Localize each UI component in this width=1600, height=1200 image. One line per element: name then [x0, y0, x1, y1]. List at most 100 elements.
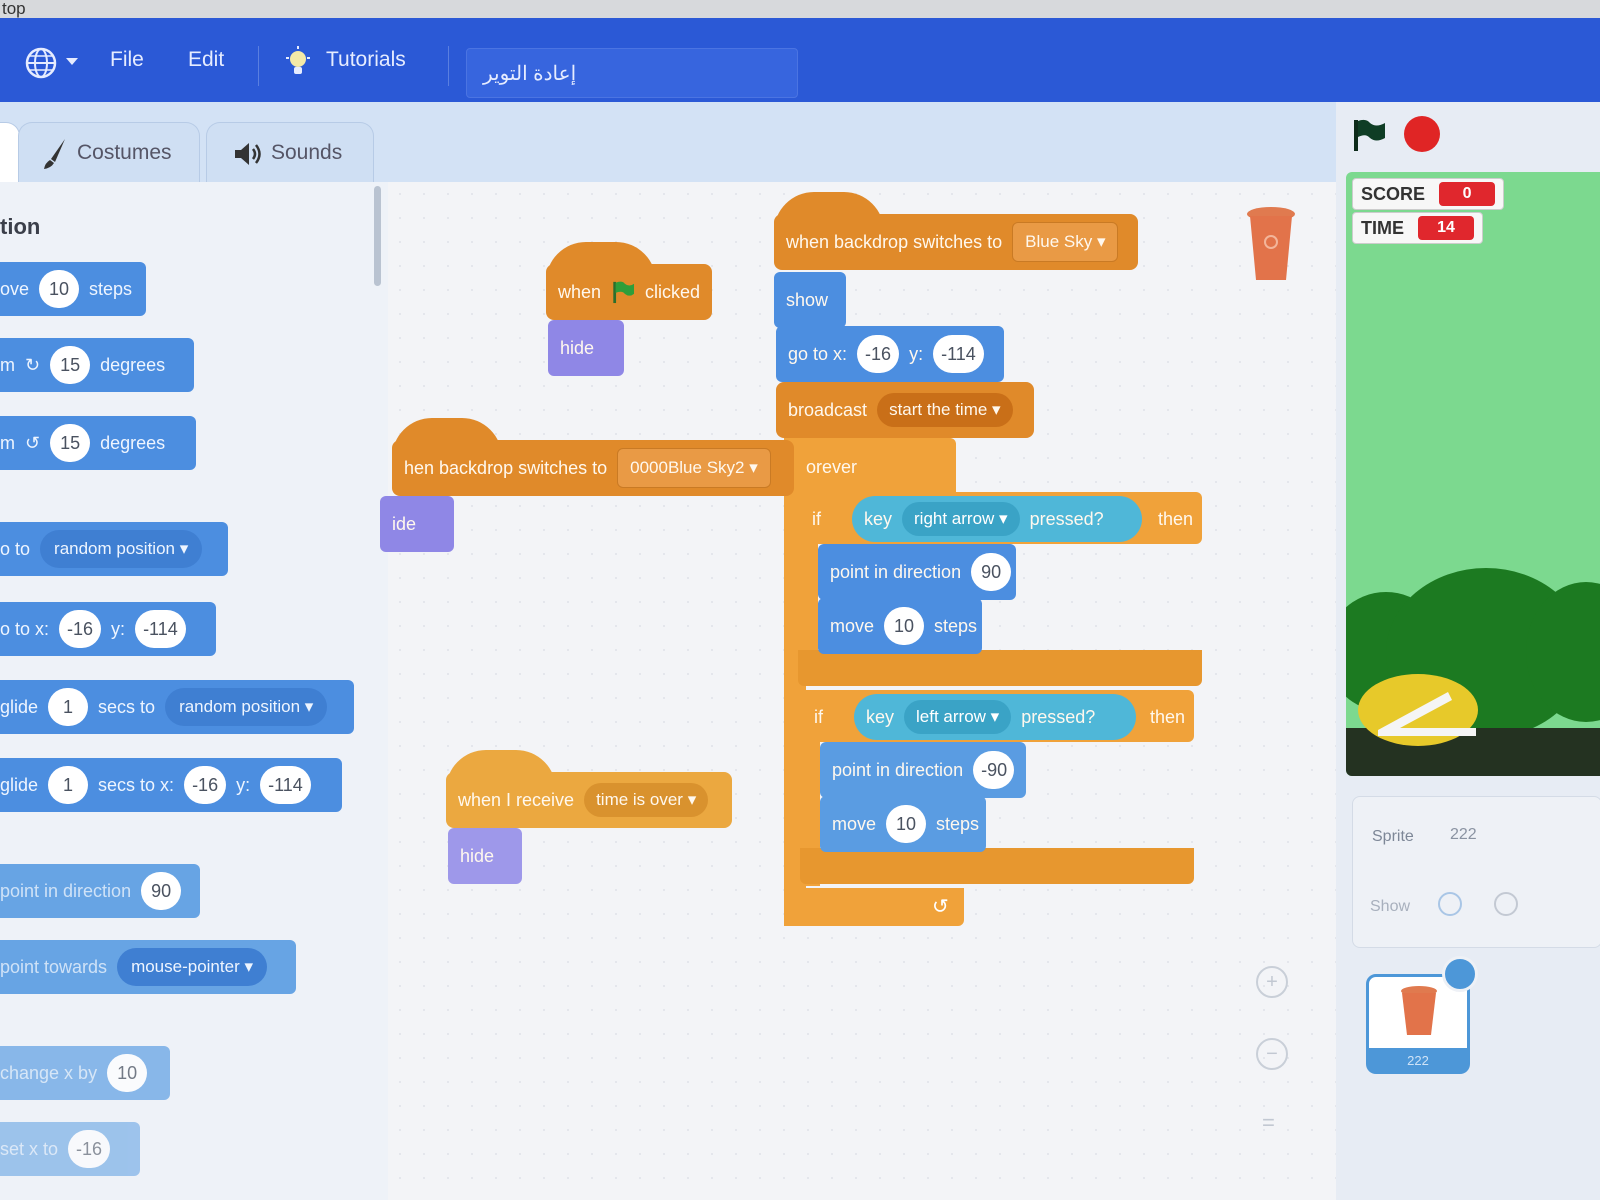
- secs-input[interactable]: 1: [48, 688, 89, 726]
- project-title-input[interactable]: إعادة التوير: [466, 48, 798, 98]
- speaker-icon: [235, 143, 261, 165]
- when-backdrop-switches-block[interactable]: hen backdrop switches to 0000Blue Sky2: [392, 418, 794, 496]
- file-menu[interactable]: File: [110, 48, 144, 71]
- palette-block-glide-xy[interactable]: glide 1 secs to x: -16 y: -114: [0, 758, 342, 812]
- move-steps-block[interactable]: move 10 steps: [820, 796, 986, 852]
- eye-icon[interactable]: [1438, 892, 1462, 916]
- palette-block-point-direction[interactable]: point in direction 90: [0, 864, 200, 918]
- steps-input[interactable]: 10: [886, 805, 927, 843]
- key-pressed-block[interactable]: key right arrow pressed?: [852, 496, 1142, 542]
- block-text: when I receive: [458, 789, 575, 810]
- eye-hidden-icon[interactable]: [1494, 892, 1518, 916]
- block-text: key: [866, 706, 895, 727]
- point-in-direction-block[interactable]: point in direction -90: [820, 742, 1026, 798]
- menu-bar: File Edit Tutorials إعادة التوير: [0, 18, 1600, 102]
- editor-tabs-row: [0, 102, 1360, 182]
- tutorials-menu[interactable]: Tutorials: [326, 48, 406, 71]
- when-flag-clicked-block[interactable]: when clicked: [546, 242, 712, 320]
- backdrop-dropdown[interactable]: Blue Sky: [1012, 222, 1119, 262]
- direction-input[interactable]: 90: [971, 553, 1012, 591]
- palette-block-move-steps[interactable]: ove 10 steps: [0, 262, 146, 316]
- backdrop-dropdown[interactable]: 0000Blue Sky2: [617, 448, 771, 488]
- move-steps-block[interactable]: move 10 steps: [818, 598, 982, 654]
- when-backdrop-switches-block[interactable]: when backdrop switches to Blue Sky: [774, 192, 1138, 270]
- x-input[interactable]: -16: [857, 335, 900, 373]
- block-text: broadcast: [788, 399, 868, 420]
- block-text: key: [864, 508, 893, 529]
- palette-scrollbar[interactable]: [374, 186, 381, 286]
- target-dropdown[interactable]: mouse-pointer: [117, 948, 267, 986]
- direction-input[interactable]: -90: [973, 751, 1014, 789]
- if-block-foot: [800, 848, 1194, 884]
- tab-code[interactable]: [0, 122, 20, 184]
- hide-block[interactable]: hide: [448, 828, 522, 884]
- y-input[interactable]: -114: [135, 610, 186, 648]
- forever-block[interactable]: [784, 438, 956, 494]
- block-text: y:: [111, 618, 126, 639]
- show-block[interactable]: show: [774, 272, 846, 328]
- sprite-thumbnail-name: 222: [1366, 1048, 1470, 1074]
- go-to-xy-block[interactable]: go to x: -16 y: -114: [776, 326, 1004, 382]
- block-text: ove: [0, 278, 30, 299]
- key-pressed-block[interactable]: key left arrow pressed?: [854, 694, 1136, 740]
- tab-costumes-label: Costumes: [77, 141, 172, 164]
- block-text: degrees: [100, 354, 166, 375]
- x-input[interactable]: -16: [68, 1130, 111, 1168]
- degrees-input[interactable]: 15: [50, 424, 91, 462]
- palette-block-change-x[interactable]: change x by 10: [0, 1046, 170, 1100]
- tab-costumes[interactable]: Costumes: [18, 122, 200, 184]
- block-text: m: [0, 354, 15, 375]
- globe-icon[interactable]: [24, 46, 58, 80]
- monitor-label: SCORE: [1361, 183, 1426, 204]
- block-text: pressed?: [1029, 508, 1104, 529]
- message-dropdown[interactable]: start the time: [877, 393, 1013, 427]
- palette-block-glide-random[interactable]: glide 1 secs to random position: [0, 680, 354, 734]
- green-flag-icon[interactable]: [1352, 118, 1386, 152]
- sprite-name-field[interactable]: 222: [1450, 826, 1477, 843]
- x-input[interactable]: -16: [184, 766, 227, 804]
- then-label: then: [1158, 508, 1194, 529]
- secs-input[interactable]: 1: [48, 766, 89, 804]
- zoom-out-icon[interactable]: −: [1256, 1038, 1288, 1070]
- block-text: pressed?: [1021, 706, 1096, 727]
- chevron-down-icon[interactable]: [66, 58, 78, 65]
- when-i-receive-block[interactable]: when I receive time is over: [446, 750, 732, 828]
- target-dropdown[interactable]: random position: [165, 688, 328, 726]
- point-in-direction-block[interactable]: point in direction 90: [818, 544, 1016, 600]
- y-input[interactable]: -114: [260, 766, 311, 804]
- stage-canvas[interactable]: SCORE 0 TIME 14: [1346, 172, 1600, 776]
- x-input[interactable]: 10: [107, 1054, 148, 1092]
- message-dropdown[interactable]: time is over: [584, 783, 709, 817]
- palette-block-turn-left[interactable]: m ↺ 15 degrees: [0, 416, 196, 470]
- delete-sprite-icon[interactable]: [1442, 956, 1478, 992]
- key-dropdown[interactable]: right arrow: [902, 502, 1020, 536]
- palette-block-point-towards[interactable]: point towards mouse-pointer: [0, 940, 296, 994]
- palette-block-turn-right[interactable]: m ↻ 15 degrees: [0, 338, 194, 392]
- degrees-input[interactable]: 15: [50, 346, 91, 384]
- broadcast-block[interactable]: broadcast start the time: [776, 382, 1034, 438]
- target-dropdown[interactable]: random position: [40, 530, 203, 568]
- stop-icon[interactable]: [1404, 116, 1440, 152]
- zoom-in-icon[interactable]: +: [1256, 966, 1288, 998]
- block-text: steps: [936, 813, 980, 834]
- steps-input[interactable]: 10: [39, 270, 80, 308]
- sprite-lid-icon: [1358, 674, 1478, 746]
- edit-menu[interactable]: Edit: [188, 48, 225, 71]
- hide-block[interactable]: hide: [548, 320, 624, 376]
- hide-block[interactable]: ide: [380, 496, 454, 552]
- block-text: point towards: [0, 956, 108, 977]
- palette-block-set-x[interactable]: set x to -16: [0, 1122, 140, 1176]
- monitor-value: 0: [1439, 182, 1496, 206]
- direction-input[interactable]: 90: [141, 872, 182, 910]
- x-input[interactable]: -16: [59, 610, 102, 648]
- menu-divider: [258, 46, 259, 86]
- y-input[interactable]: -114: [933, 335, 984, 373]
- tab-sounds[interactable]: Sounds: [206, 122, 374, 184]
- zoom-reset-icon[interactable]: =: [1262, 1110, 1275, 1135]
- block-text: hen backdrop switches to: [404, 457, 608, 478]
- steps-input[interactable]: 10: [884, 607, 925, 645]
- key-dropdown[interactable]: left arrow: [904, 700, 1012, 734]
- trash-can-icon: [1247, 207, 1295, 280]
- palette-block-go-to-xy[interactable]: o to x: -16 y: -114: [0, 602, 216, 656]
- palette-block-go-to-random[interactable]: o to random position: [0, 522, 228, 576]
